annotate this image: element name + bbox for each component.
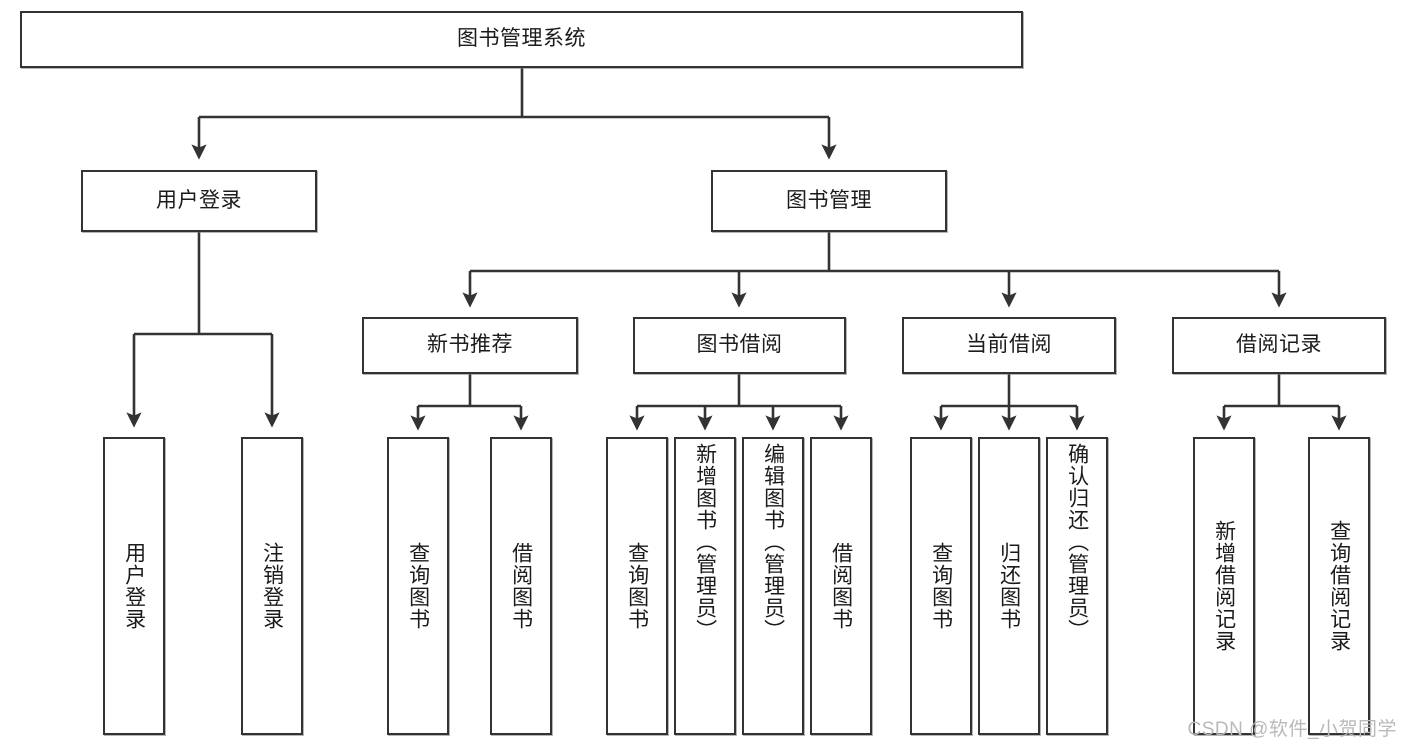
node-borrow-record-label: 借阅记录 <box>1236 333 1322 357</box>
node-leaf-borrow-book-2[interactable]: 借阅图书 <box>810 437 872 735</box>
node-leaf-logout-login-label: 注销登录 <box>260 542 284 630</box>
node-leaf-query-book-1-label: 查询图书 <box>406 542 430 630</box>
node-leaf-query-book-1[interactable]: 查询图书 <box>387 437 449 735</box>
node-leaf-query-record[interactable]: 查询借阅记录 <box>1308 437 1370 735</box>
node-leaf-return-book-label: 归还图书 <box>997 542 1021 630</box>
node-leaf-add-book[interactable]: 新增图书（管理员） <box>674 437 736 735</box>
node-leaf-query-book-3[interactable]: 查询图书 <box>910 437 972 735</box>
node-user-login[interactable]: 用户登录 <box>81 170 317 232</box>
node-leaf-add-book-label: 新增图书（管理员） <box>693 443 717 641</box>
node-root-label: 图书管理系统 <box>457 27 586 51</box>
node-leaf-query-book-2[interactable]: 查询图书 <box>606 437 668 735</box>
node-borrow-record[interactable]: 借阅记录 <box>1172 317 1386 374</box>
node-leaf-edit-book-label: 编辑图书（管理员） <box>761 443 785 641</box>
node-current-borrow-label: 当前借阅 <box>966 333 1052 357</box>
node-leaf-borrow-book-2-label: 借阅图书 <box>829 542 853 630</box>
node-leaf-return-book[interactable]: 归还图书 <box>978 437 1040 735</box>
node-new-book-recommend[interactable]: 新书推荐 <box>362 317 578 374</box>
node-book-borrow-label: 图书借阅 <box>696 333 783 357</box>
node-book-borrow[interactable]: 图书借阅 <box>633 317 846 374</box>
node-user-login-label: 用户登录 <box>156 188 242 212</box>
node-leaf-add-record[interactable]: 新增借阅记录 <box>1193 437 1255 735</box>
node-current-borrow[interactable]: 当前借阅 <box>902 317 1116 374</box>
node-leaf-borrow-book-1[interactable]: 借阅图书 <box>490 437 552 735</box>
node-leaf-edit-book[interactable]: 编辑图书（管理员） <box>742 437 804 735</box>
node-root[interactable]: 图书管理系统 <box>20 11 1023 68</box>
node-leaf-query-book-2-label: 查询图书 <box>625 542 649 630</box>
node-book-management[interactable]: 图书管理 <box>711 170 947 232</box>
node-leaf-query-record-label: 查询借阅记录 <box>1327 520 1351 652</box>
node-leaf-user-login-label: 用户登录 <box>122 542 146 630</box>
node-new-book-recommend-label: 新书推荐 <box>427 333 513 357</box>
node-leaf-query-book-3-label: 查询图书 <box>929 542 953 630</box>
node-leaf-borrow-book-1-label: 借阅图书 <box>509 542 533 630</box>
node-book-management-label: 图书管理 <box>786 188 872 212</box>
node-leaf-confirm-return-label: 确认归还（管理员） <box>1065 443 1089 641</box>
node-leaf-confirm-return[interactable]: 确认归还（管理员） <box>1046 437 1108 735</box>
node-leaf-logout-login[interactable]: 注销登录 <box>241 437 303 735</box>
node-leaf-user-login[interactable]: 用户登录 <box>103 437 165 735</box>
watermark-text: CSDN @软件_小贺同学 <box>1187 719 1397 740</box>
node-leaf-add-record-label: 新增借阅记录 <box>1212 520 1236 652</box>
